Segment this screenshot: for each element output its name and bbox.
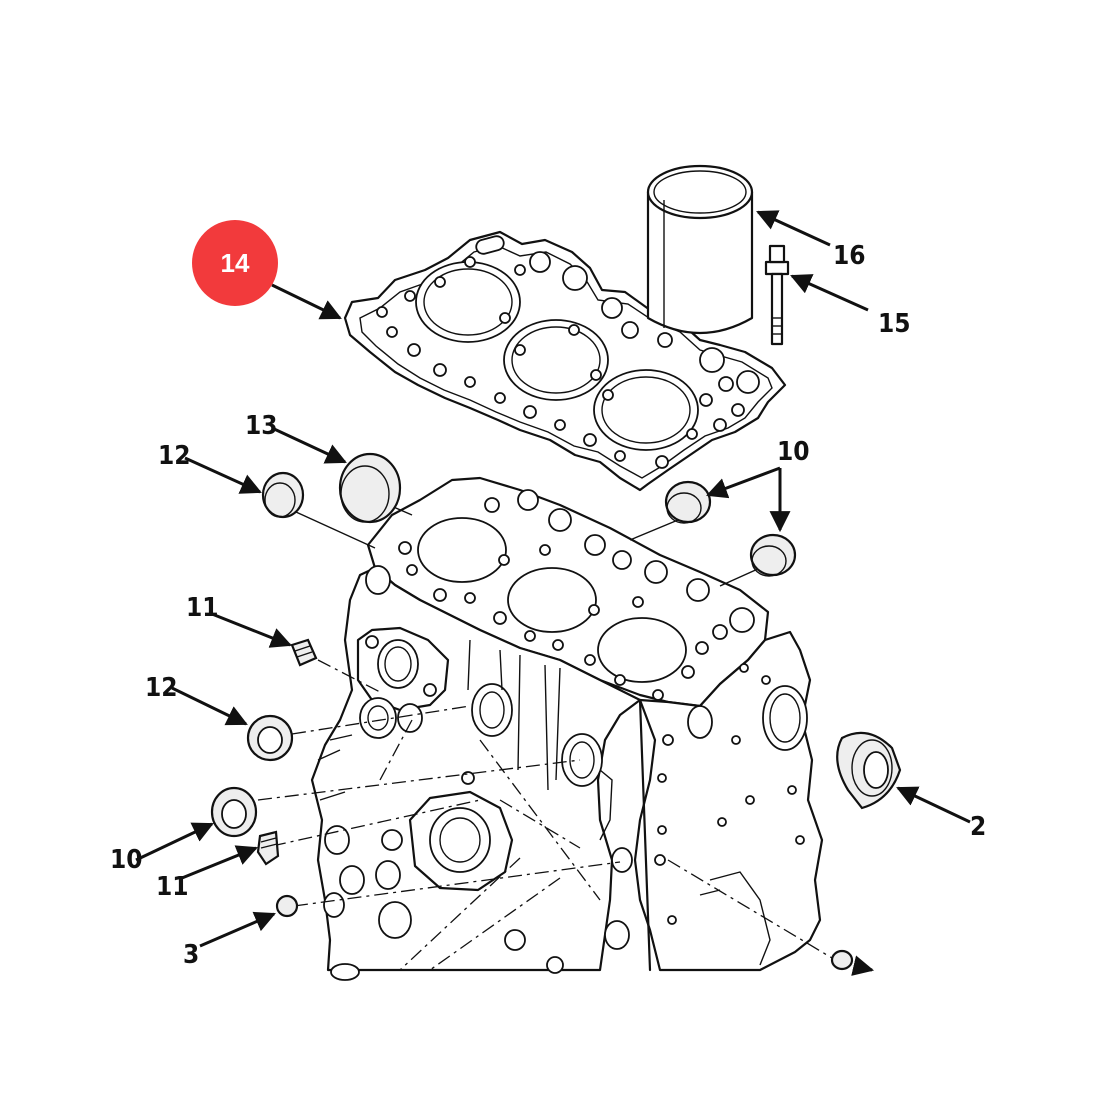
seal-12-lower [246,714,294,762]
callout-16: 16 [833,241,866,271]
plug-bottom-right [830,949,854,971]
callout-13: 13 [245,411,278,441]
plug-11-upper [290,638,318,667]
callout-10-lower: 10 [110,845,143,875]
highlight-badge[interactable]: 14 [192,220,278,306]
highlight-badge-label: 14 [221,248,250,278]
plug-10-upper-b [749,533,797,577]
head-bolt [764,244,790,346]
callout-10-upper: 10 [777,437,810,467]
callout-12-upper: 12 [158,441,191,471]
plug-13 [338,452,402,524]
assembly-lines [257,501,833,971]
callout-arrows [135,210,971,976]
callout-3: 3 [183,940,199,970]
cylinder-liner [646,164,754,334]
callout-12-lower: 12 [145,673,178,703]
callout-labels: 16 15 13 12 10 11 12 10 11 3 2 [110,241,986,970]
cylinder-block [310,476,824,981]
plug-12-upper [261,471,305,519]
callout-11-upper: 11 [186,593,219,623]
plug-3 [275,894,299,918]
highlight-badge-circle [192,220,278,306]
callout-11-lower: 11 [156,872,189,902]
callout-2: 2 [970,812,986,842]
head-gasket [343,230,787,492]
plug-11-lower [256,830,280,866]
callout-15: 15 [878,309,911,339]
seal-10-lower [210,786,258,838]
plug-10-upper-a [664,480,712,524]
bushing-2 [836,731,902,810]
